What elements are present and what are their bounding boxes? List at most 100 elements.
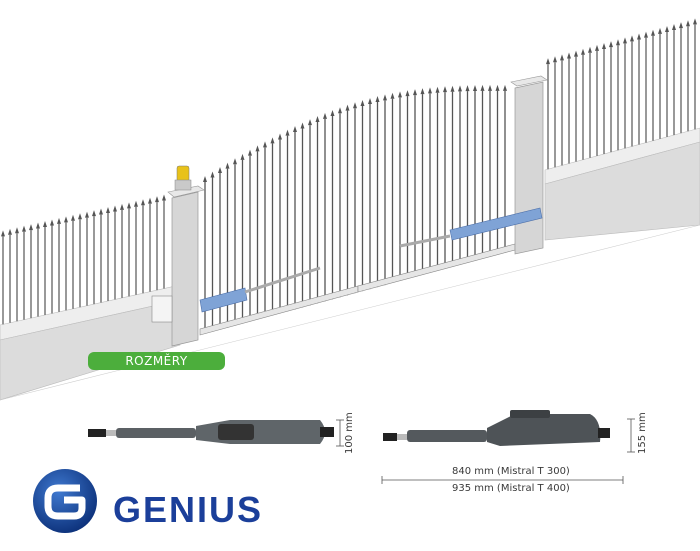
spike xyxy=(595,44,599,51)
brand-wordmark: GENIUS xyxy=(113,489,264,530)
spike xyxy=(480,84,485,91)
spike xyxy=(616,39,620,46)
wall-top-right xyxy=(544,127,700,185)
spike xyxy=(78,213,82,220)
spike xyxy=(465,85,470,92)
spike xyxy=(488,84,492,91)
spike xyxy=(428,87,432,94)
spike xyxy=(567,52,571,59)
height-marker-small xyxy=(336,419,344,447)
spike xyxy=(1,230,5,237)
spike xyxy=(218,167,222,174)
spike xyxy=(203,176,207,183)
spike xyxy=(240,153,245,160)
spike xyxy=(323,112,327,119)
spike xyxy=(248,149,252,156)
spike xyxy=(57,217,61,224)
fence-right xyxy=(546,18,697,170)
gate-actuator-right xyxy=(399,207,543,248)
small-height-dimension: 100 mm xyxy=(344,412,355,454)
spike xyxy=(106,207,110,213)
height-marker-large xyxy=(627,418,635,453)
spike xyxy=(658,27,662,34)
pillar-right xyxy=(514,81,544,255)
spike xyxy=(308,119,312,126)
spike xyxy=(672,24,676,31)
spike xyxy=(120,203,124,210)
spike xyxy=(330,109,335,116)
length-t400: 935 mm (Mistral T 400) xyxy=(452,483,570,494)
spike xyxy=(210,171,215,178)
spike xyxy=(679,22,683,29)
control-box xyxy=(151,295,173,323)
length-marker xyxy=(381,476,624,484)
pillar-left xyxy=(171,191,199,347)
spike xyxy=(435,86,440,93)
spike xyxy=(623,37,627,44)
actuator-top-view xyxy=(383,410,610,446)
spike xyxy=(574,50,578,57)
spike xyxy=(141,199,145,206)
spike xyxy=(390,92,395,99)
spike xyxy=(686,20,690,27)
spike xyxy=(420,88,425,95)
spike xyxy=(278,133,282,140)
actuator-side-view xyxy=(88,420,334,444)
spike xyxy=(255,145,260,152)
spike xyxy=(43,221,47,227)
spike xyxy=(36,222,40,229)
dimensions-label: ROZMĚRY xyxy=(88,352,225,370)
spike xyxy=(162,194,166,201)
spike xyxy=(581,48,585,55)
spike xyxy=(553,56,557,63)
spike xyxy=(22,225,26,232)
spike xyxy=(155,196,159,203)
length-t300: 840 mm (Mistral T 300) xyxy=(452,466,570,477)
spike xyxy=(473,85,477,92)
spike xyxy=(8,228,12,235)
spike xyxy=(71,214,75,221)
spike xyxy=(630,35,634,42)
spike xyxy=(300,122,305,129)
spike xyxy=(127,202,131,209)
spike xyxy=(398,91,402,98)
spike xyxy=(64,216,68,223)
spike xyxy=(609,41,613,48)
spike xyxy=(15,227,19,234)
spike xyxy=(92,210,96,217)
spike xyxy=(50,219,54,226)
spike xyxy=(443,86,447,93)
spike xyxy=(368,97,372,104)
fence-left xyxy=(1,194,166,325)
spike xyxy=(560,54,564,61)
genius-logo-icon xyxy=(33,469,97,533)
spike xyxy=(148,197,152,204)
spike xyxy=(285,129,290,136)
gate-rail xyxy=(357,243,516,293)
spike xyxy=(383,94,387,101)
spike xyxy=(270,137,275,144)
spike xyxy=(315,115,320,122)
spike xyxy=(99,208,103,215)
spike xyxy=(413,89,417,96)
wall-front-left xyxy=(0,299,181,401)
spike xyxy=(458,85,462,92)
gate-actuator-left xyxy=(199,266,321,313)
spike xyxy=(85,211,89,218)
spike xyxy=(134,200,138,207)
spike xyxy=(113,205,117,212)
spike xyxy=(338,107,342,114)
wall-front-right xyxy=(544,141,700,241)
spike xyxy=(651,29,655,36)
spike xyxy=(225,162,230,169)
spike xyxy=(588,46,592,53)
spike xyxy=(263,141,267,148)
spike xyxy=(637,33,641,40)
gate-rail xyxy=(199,285,359,336)
spike xyxy=(233,158,237,165)
gate xyxy=(199,84,516,336)
spike xyxy=(375,96,380,103)
spike xyxy=(405,90,410,97)
warning-lamp xyxy=(176,165,190,183)
